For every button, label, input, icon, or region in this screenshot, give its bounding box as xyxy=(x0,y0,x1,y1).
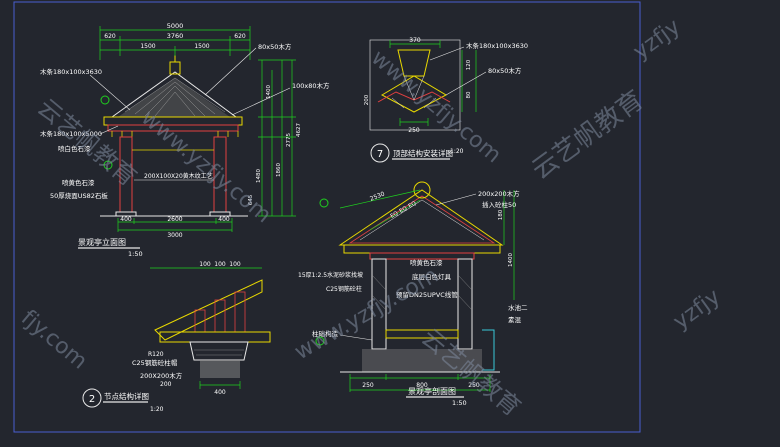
d2-dim-200: 200 xyxy=(160,381,172,388)
d7-dim-80: 80 xyxy=(466,91,472,98)
d7-label-wood: 木条180x100x3630 xyxy=(466,41,528,50)
sec-label-pool: 水池二 xyxy=(508,303,528,312)
d2-dim-100-b: 100 xyxy=(214,261,226,268)
elev-label-yellow-paint: 喷黄色石漆 xyxy=(62,178,95,187)
sec-label-timber: 200x200木方 xyxy=(478,189,520,198)
d7-title: 顶部结构安装详图 xyxy=(393,148,453,158)
elev-dim-5000: 5000 xyxy=(167,22,184,30)
section-view: 2530 EQ EQ EQ 250 800 250 1400 180 200x2… xyxy=(298,181,528,407)
sec-dim-180: 180 xyxy=(498,209,504,220)
elev-label-panel: 200X100X20黄木纹工艺 xyxy=(144,172,213,180)
watermark-cn-2: 云艺帆教育 xyxy=(526,85,649,186)
elevation-view: 5000 620 3760 620 1500 1500 400 2600 400… xyxy=(40,22,330,258)
elev-dim-3000: 3000 xyxy=(167,232,182,239)
d7-dim-120: 120 xyxy=(466,59,472,70)
sec-dim-eq-1: EQ xyxy=(390,210,400,219)
d7-number: 7 xyxy=(377,149,383,160)
elev-dim-400-left: 400 xyxy=(120,216,132,223)
d2-label-r120: R120 xyxy=(148,351,164,358)
sec-label-footing: 柱础构造 xyxy=(312,329,339,338)
d2-label-timber: 200X200木方 xyxy=(140,371,183,380)
elev-label-80x50: 80x50木方 xyxy=(258,42,292,51)
elev-dim-1500-right: 1500 xyxy=(194,43,209,50)
sec-label-conduit: 预留DN25UPVC线管 xyxy=(396,290,458,299)
sec-dim-1400: 1400 xyxy=(508,253,514,267)
elev-dim-1400: 1400 xyxy=(266,85,272,99)
sec-scale: 1:50 xyxy=(452,399,467,407)
sec-label-column: C25钢筋砼柱 xyxy=(326,285,362,293)
sec-label-lamp: 底层白色灯具 xyxy=(412,272,452,281)
sec-dim-250-right: 250 xyxy=(468,382,480,389)
watermark-url-4: fjy.com xyxy=(16,305,92,374)
d7-dim-370: 370 xyxy=(409,37,421,44)
elev-dim-620-right: 620 xyxy=(234,33,246,40)
sec-dim-2530: 2530 xyxy=(369,190,386,202)
elev-dim-1500-left: 1500 xyxy=(140,43,155,50)
sec-label-yellow-paint: 喷黄色石漆 xyxy=(410,258,443,267)
d2-label-column-cap: C25钢筋砼柱帽 xyxy=(132,358,178,367)
elev-label-white-paint: 喷白色石漆 xyxy=(58,144,91,153)
d7-label-80x50: 80x50木方 xyxy=(488,66,522,75)
elev-title: 景观亭立面图 xyxy=(78,237,126,247)
d7-dim-250: 250 xyxy=(408,127,420,134)
elev-dim-3760: 3760 xyxy=(167,32,184,40)
detail-2-view: 400 100 100 100 200 C25钢筋砼柱帽 200X200木方 R… xyxy=(82,261,271,413)
elev-dim-1480: 1480 xyxy=(256,169,262,183)
elev-label-wood-5000: 木条180x100x5000 xyxy=(40,129,102,138)
elev-dim-2600: 2600 xyxy=(167,216,182,223)
sec-title: 景观亭剖面图 xyxy=(408,386,456,396)
watermark-yz-2: yzfjy xyxy=(669,284,725,334)
d2-dim-400: 400 xyxy=(214,389,226,396)
d2-number: 2 xyxy=(89,394,95,405)
watermark-url-1: www.yzfjy.com xyxy=(136,105,276,228)
d7-dim-200: 200 xyxy=(364,94,370,105)
watermark-yz-1: yzfjy xyxy=(629,14,685,64)
d2-title: 节点结构详图 xyxy=(104,391,149,401)
elev-dim-4627: 4627 xyxy=(296,123,302,137)
sec-dim-250-left: 250 xyxy=(362,382,374,389)
drawing-frame xyxy=(13,1,641,433)
d2-dim-100-a: 100 xyxy=(199,261,211,268)
elev-label-100x80: 100x80木方 xyxy=(292,81,330,90)
elev-dim-400-right: 400 xyxy=(218,216,230,223)
d2-dim-100-c: 100 xyxy=(229,261,241,268)
sec-label-concrete: 素混 xyxy=(508,315,522,324)
elev-dim-645: 645 xyxy=(248,194,254,205)
elev-label-wood-3630: 木条180x100x3630 xyxy=(40,67,102,76)
sec-dim-eq-3: EQ xyxy=(408,200,418,209)
d2-scale: 1:20 xyxy=(150,406,164,413)
sec-dim-800: 800 xyxy=(416,382,428,389)
elev-dim-2775: 2775 xyxy=(286,133,292,147)
detail-7-view: 370 250 120 80 200 木条180x100x3630 80x50木… xyxy=(364,37,528,163)
sec-label-mortar: 15厚1:2.5水泥砂浆找坡 xyxy=(298,271,363,279)
elev-dim-1860: 1860 xyxy=(276,163,282,177)
d7-scale: 1:20 xyxy=(450,148,464,155)
elev-dim-620-left: 620 xyxy=(104,33,116,40)
elev-scale: 1:50 xyxy=(128,250,143,258)
sec-label-insert: 插入砼柱50 xyxy=(482,200,516,209)
sec-dim-eq-2: EQ xyxy=(399,205,409,214)
watermark-cn-1: 云艺帆教育 xyxy=(32,93,142,192)
elev-label-stone: 50厚烧面US82石板 xyxy=(50,191,108,200)
